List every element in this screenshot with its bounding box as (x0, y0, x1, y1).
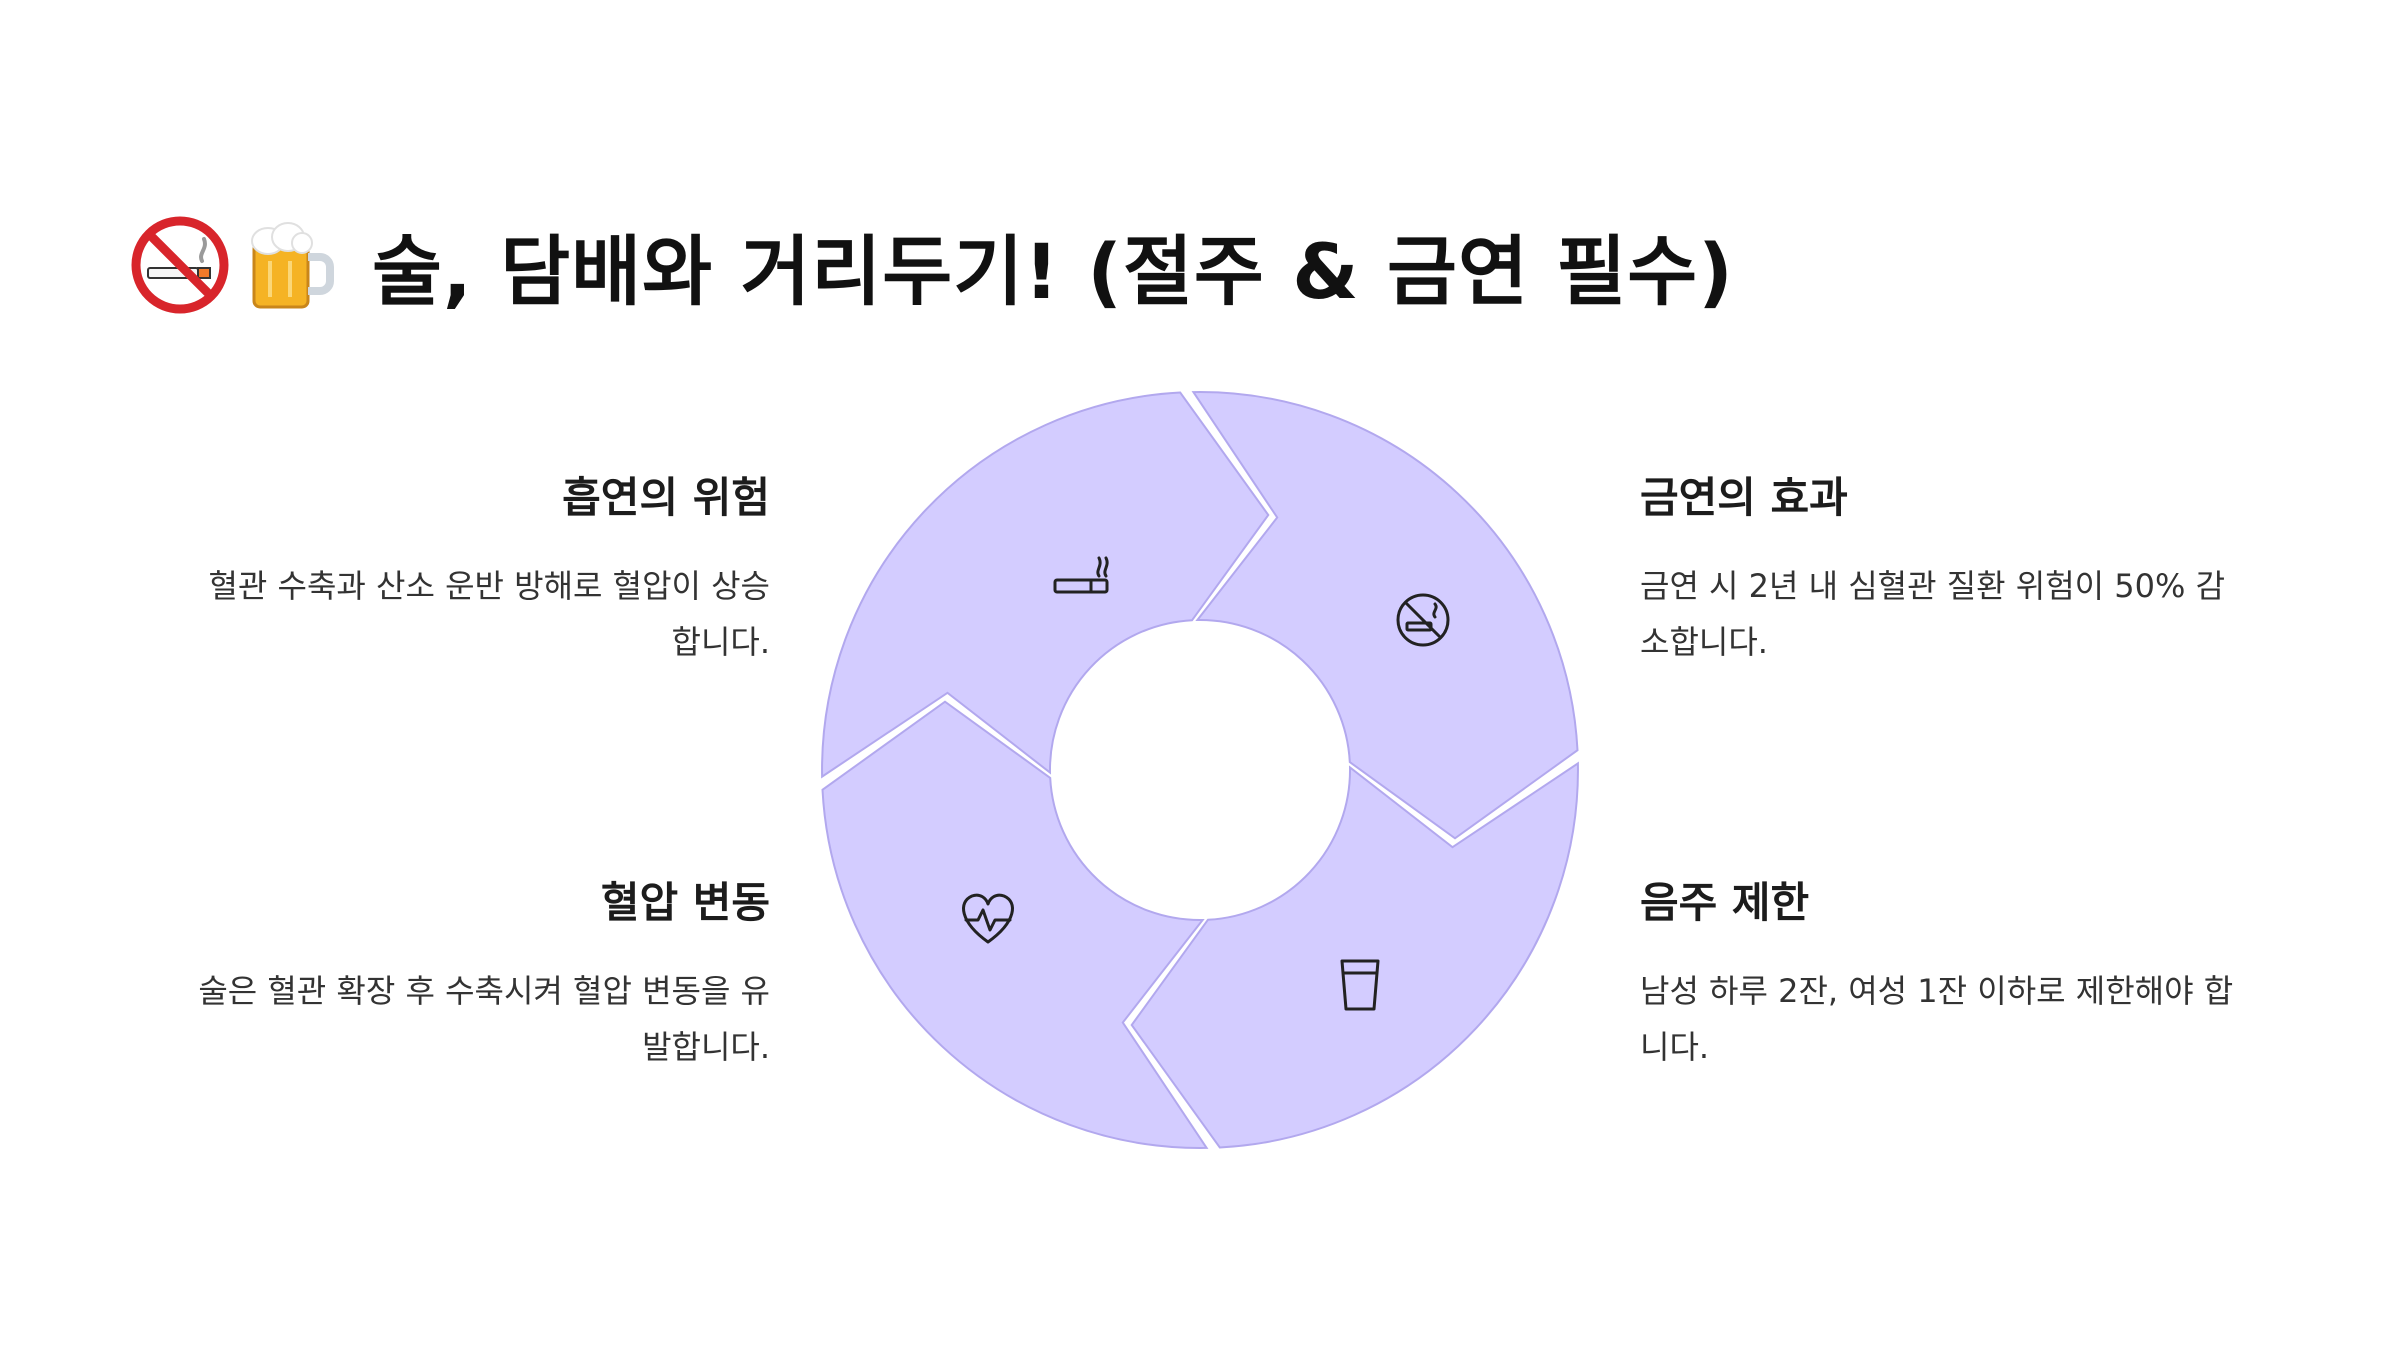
item-description-line: 남성 하루 2잔, 여성 1잔 이하로 제한해야 합 (1640, 972, 2234, 1010)
cycle-segments (821, 391, 1579, 1149)
item-description: 혈관 수축과 산소 운반 방해로 혈압이 상승 합니다. (130, 558, 770, 670)
segment-top-left (821, 391, 1270, 779)
item-description-line: 술은 혈관 확장 후 수축시켜 혈압 변동을 유 (198, 972, 770, 1010)
item-title: 금연의 효과 (1640, 473, 1848, 522)
cycle-diagram (821, 391, 1579, 1149)
item-title: 흡연의 위험 (562, 473, 770, 522)
item-title: 음주 제한 (1640, 878, 1810, 927)
segment-top-right (1191, 391, 1579, 840)
item-title: 혈압 변동 (600, 878, 770, 927)
item-bp-fluctuation: 혈압 변동 술은 혈관 확장 후 수축시켜 혈압 변동을 유 발합니다. (130, 873, 770, 1075)
item-description-line: 혈관 수축과 산소 운반 방해로 혈압이 상승 (208, 567, 770, 605)
item-description-line: 합니다. (671, 623, 771, 661)
item-drink-limit: 음주 제한 남성 하루 2잔, 여성 1잔 이하로 제한해야 합 니다. (1640, 873, 2280, 1075)
item-description-line: 금연 시 2년 내 심혈관 질환 위험이 50% 감 (1640, 567, 2226, 605)
item-description-line: 니다. (1640, 1028, 1710, 1066)
page-title: 술, 담배와 거리두기! (절주 & 금연 필수) (128, 195, 1734, 335)
segment-bottom-left (821, 700, 1209, 1149)
item-smoking-risk: 흡연의 위험 혈관 수축과 산소 운반 방해로 혈압이 상승 합니다. (130, 468, 770, 670)
cup-icon (1340, 959, 1380, 1011)
title-icons (128, 213, 338, 317)
page-title-text: 술, 담배와 거리두기! (절주 & 금연 필수) (372, 227, 1734, 316)
item-quit-effect: 금연의 효과 금연 시 2년 내 심혈관 질환 위험이 50% 감 소합니다. (1640, 468, 2280, 670)
item-description: 술은 혈관 확장 후 수축시켜 혈압 변동을 유 발합니다. (130, 963, 770, 1075)
item-description: 남성 하루 2잔, 여성 1잔 이하로 제한해야 합 니다. (1640, 963, 2280, 1075)
item-description-line: 소합니다. (1640, 623, 1768, 661)
cigarette-icon (1053, 556, 1109, 594)
item-description: 금연 시 2년 내 심혈관 질환 위험이 50% 감 소합니다. (1640, 558, 2280, 670)
heartbeat-icon (962, 893, 1014, 944)
no-smoking-icon (131, 216, 229, 314)
item-description-line: 발합니다. (642, 1028, 770, 1066)
no-smoking-icon (1396, 593, 1450, 647)
beer-mug-icon (251, 222, 334, 309)
segment-bottom-right (1130, 761, 1579, 1149)
